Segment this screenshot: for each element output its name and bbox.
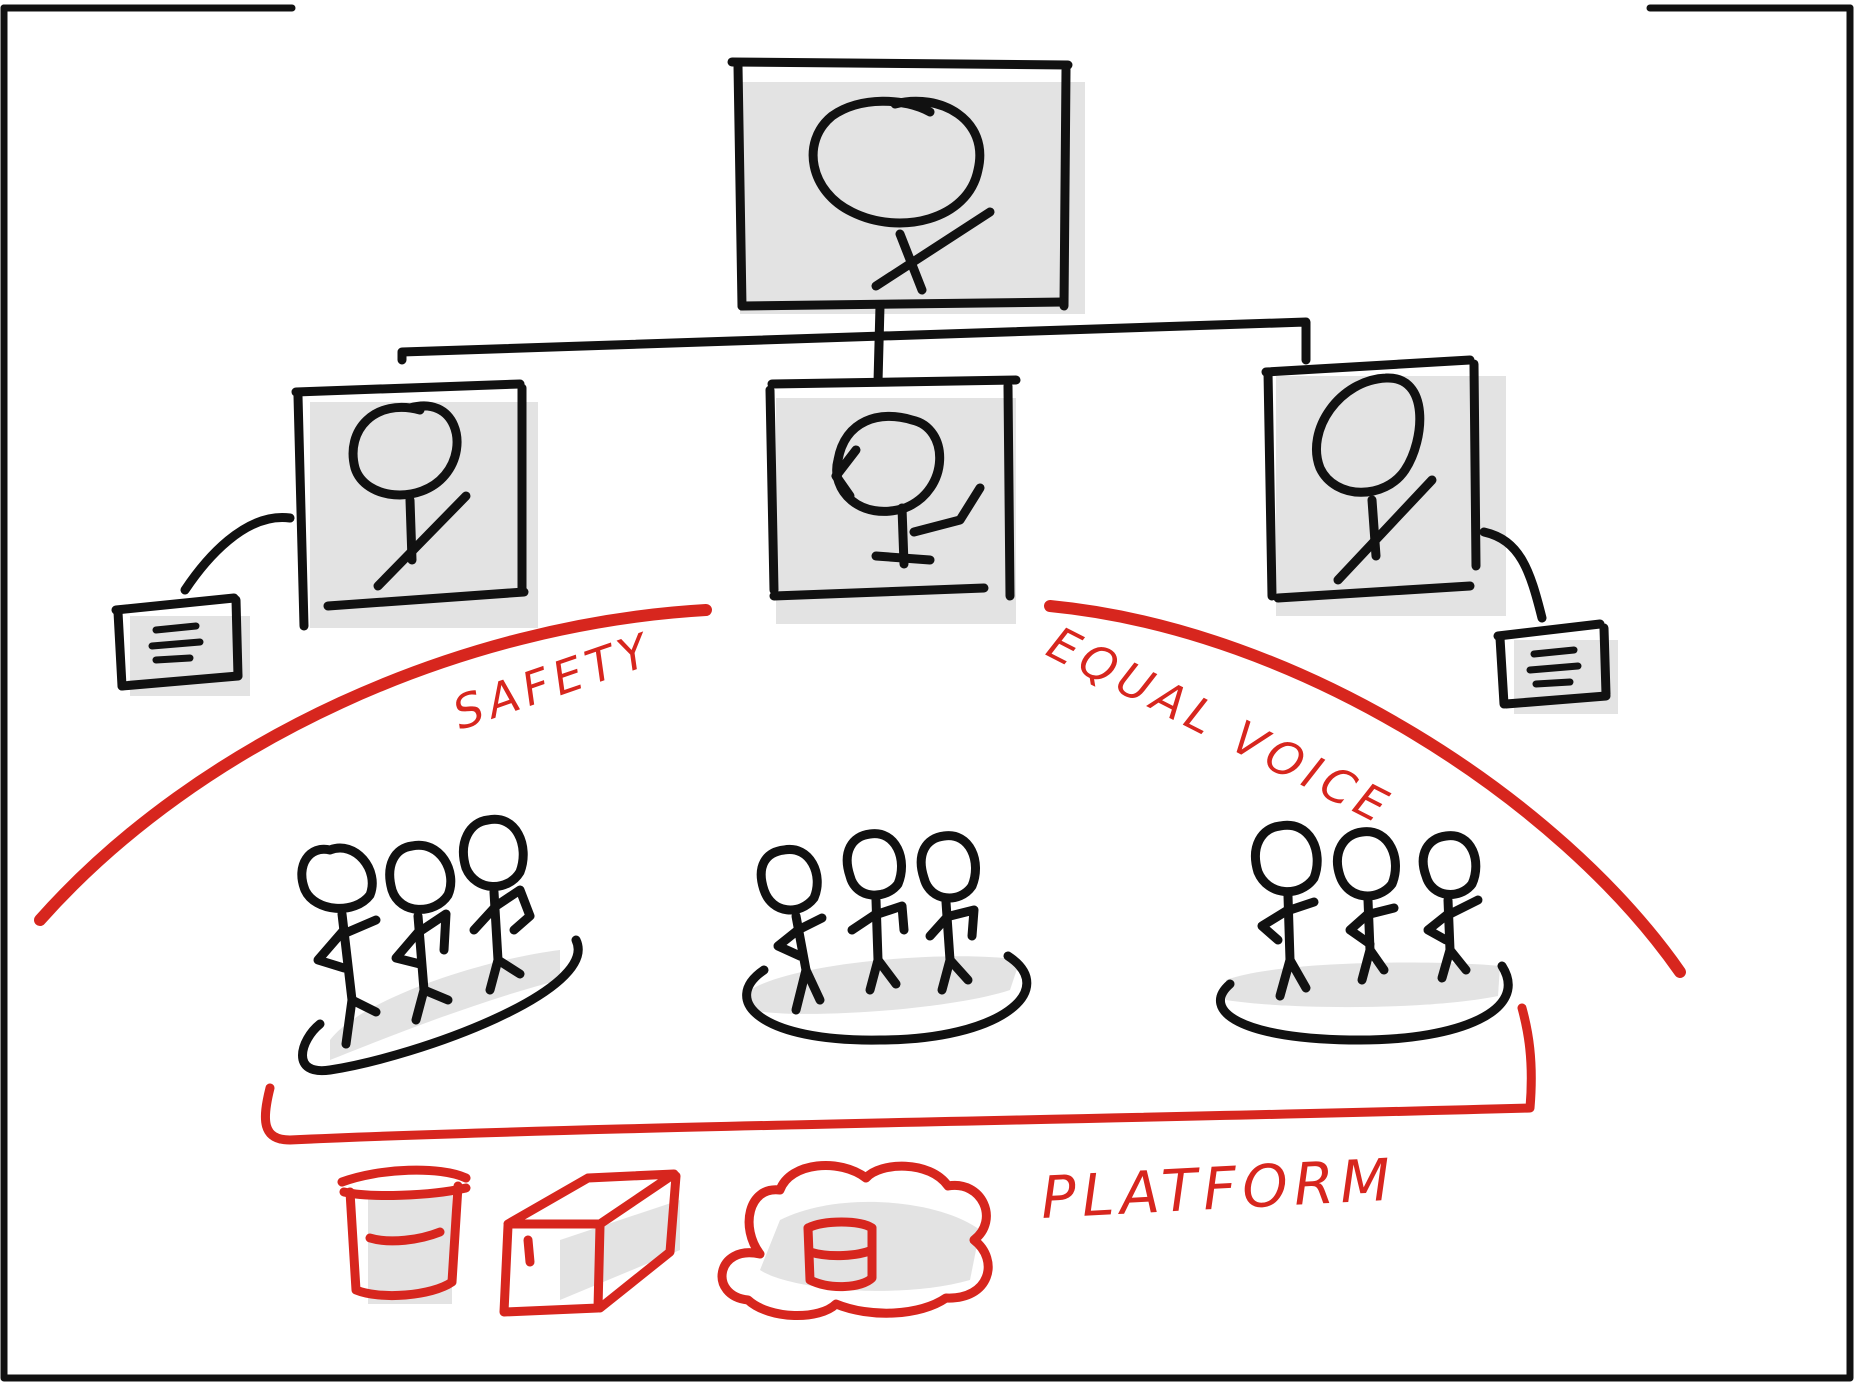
- hierarchy-connectors: [397, 301, 1311, 387]
- cloud-database-icon: [717, 1161, 993, 1321]
- team-right-member-2: [1332, 827, 1400, 985]
- document-icon-right: [1493, 619, 1618, 714]
- leader-box: [727, 57, 1085, 314]
- team-left-member-1: [297, 843, 381, 1049]
- leader-stick-figure-icon: [808, 96, 995, 295]
- document-icon-left: [111, 593, 250, 696]
- person-at-desk-icon: [831, 411, 985, 569]
- team-center-member-3: [916, 831, 980, 995]
- team-center-member-1: [756, 845, 827, 1015]
- team-group-right: [1216, 820, 1513, 1045]
- team-group-left: [297, 814, 583, 1076]
- team-center-member-2: [842, 829, 909, 995]
- database-cylinder-icon: [337, 1165, 471, 1304]
- server-box-icon: [499, 1169, 681, 1317]
- frame: [0, 4, 1854, 1382]
- manager-right-stick-figure-icon: [1311, 373, 1437, 585]
- team-left-member-2: [385, 840, 456, 1025]
- manager-box-center: [765, 375, 1021, 624]
- team-right-member-1: [1250, 820, 1322, 1001]
- team-left-member-3: [458, 814, 535, 995]
- manager-box-left: [180, 379, 538, 631]
- team-group-center: [742, 829, 1032, 1045]
- manager-left-stick-figure-icon: [348, 401, 471, 591]
- platform-label: PLATFORM: [1039, 1145, 1398, 1232]
- manager-box-right: [1261, 355, 1547, 623]
- team-right-member-3: [1418, 831, 1483, 983]
- platform-bracket: [260, 1003, 1536, 1145]
- culture-arc: [34, 600, 1686, 978]
- safety-label: SAFETY: [446, 621, 661, 740]
